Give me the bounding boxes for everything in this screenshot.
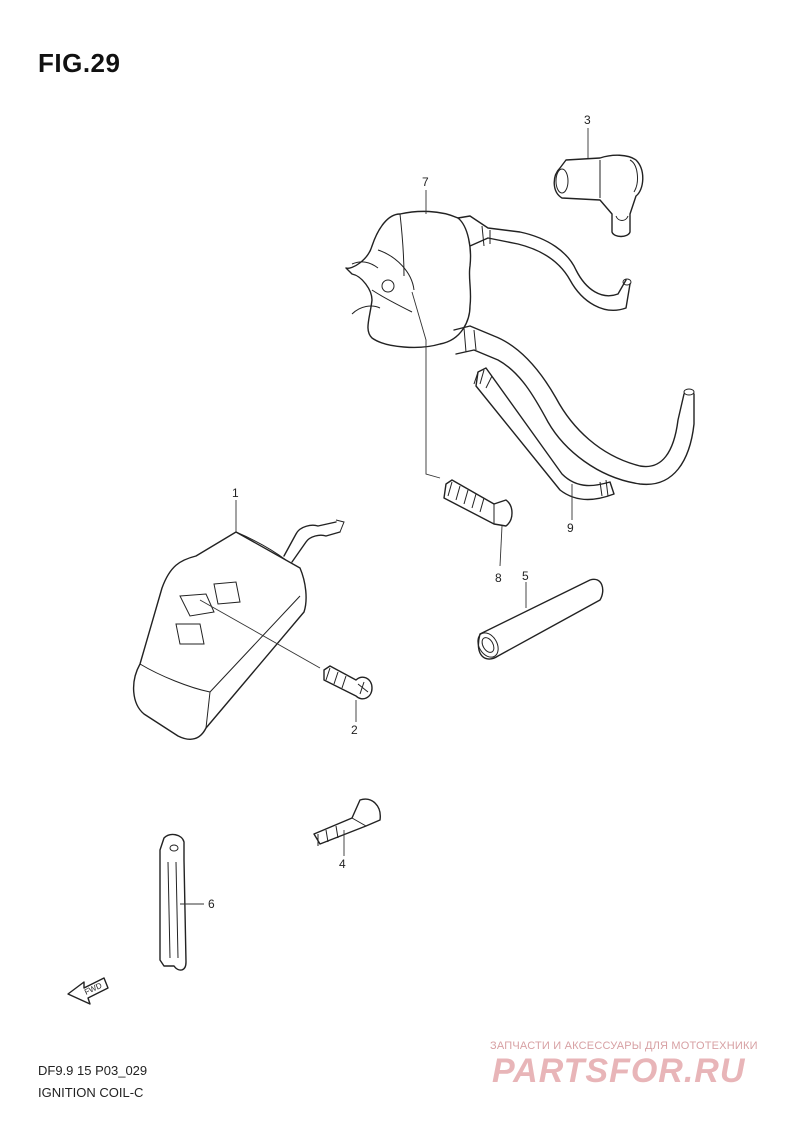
callout-8: 8 [495, 571, 502, 585]
callout-3: 3 [584, 113, 591, 127]
callout-9: 9 [567, 521, 574, 535]
callout-numbers: 3 7 1 9 8 5 2 4 6 [208, 113, 591, 911]
part-2-screw [323, 665, 373, 700]
figure-code: DF9.9 15 P03_029 [38, 1063, 148, 1078]
callout-6: 6 [208, 897, 215, 911]
fwd-arrow-icon: FWD [67, 977, 109, 1005]
watermark-brand: PARTSFOR.RU [492, 1052, 746, 1090]
figure-name: IGNITION COIL-C [38, 1085, 144, 1100]
part-1-cdi-unit [133, 519, 345, 740]
callout-1: 1 [232, 486, 239, 500]
part-5-sleeve [477, 578, 604, 660]
part-6-band [159, 833, 187, 971]
leader-lines [180, 128, 589, 905]
part-3-plug-cap [553, 154, 644, 238]
part-8-bolt [443, 479, 513, 527]
watermark-tagline: ЗАПЧАСТИ И АКСЕССУАРЫ ДЛЯ МОТОТЕХНИКИ [490, 1040, 758, 1052]
figure-title: FIG.29 [38, 48, 121, 78]
callout-2: 2 [351, 723, 358, 737]
callout-4: 4 [339, 857, 346, 871]
part-9-tube [473, 367, 615, 501]
part-7-ignition-coil [345, 210, 695, 486]
callout-7: 7 [422, 175, 429, 189]
fwd-label: FWD [83, 981, 104, 997]
part-4-clip [313, 798, 381, 846]
callout-5: 5 [522, 569, 529, 583]
